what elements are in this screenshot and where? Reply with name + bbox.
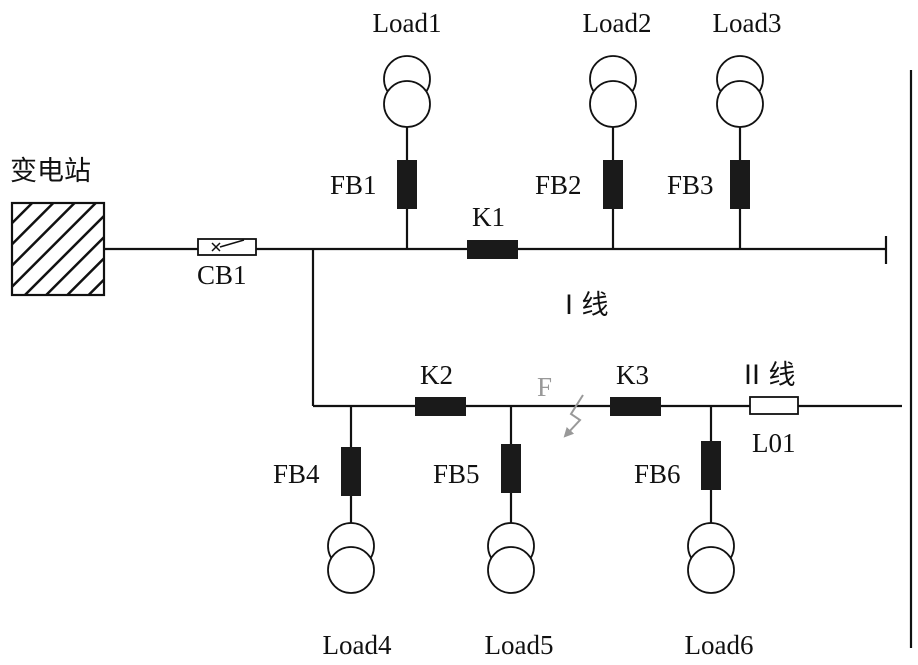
fuse-l01 xyxy=(749,396,799,415)
feeder-2: Load2 FB2 xyxy=(535,8,651,249)
breaker-cb1-label: CB1 xyxy=(197,260,247,290)
transformer-lower-coil xyxy=(487,546,535,594)
breaker-fb4 xyxy=(341,447,361,496)
fb1-label: FB1 xyxy=(330,170,377,200)
feeder-6: Load6 FB6 xyxy=(634,406,753,660)
breaker-cb1-body xyxy=(197,238,257,256)
transformer-lower-coil xyxy=(327,546,375,594)
fault-label: F xyxy=(537,372,552,402)
breaker-fb6 xyxy=(701,441,721,490)
switch-k2-label: K2 xyxy=(420,360,453,390)
load5-label: Load5 xyxy=(485,630,554,660)
breaker-cross-b xyxy=(211,242,221,252)
feeder-5: Load5 FB5 xyxy=(433,406,553,660)
switch-k1-label: K1 xyxy=(472,202,505,232)
feeder-1: Load1 FB1 xyxy=(330,8,441,249)
breaker-fb3 xyxy=(730,160,750,209)
substation: 变电站 xyxy=(10,156,106,297)
breaker-contact xyxy=(219,239,245,248)
feeder-4: Load4 FB4 xyxy=(273,406,392,660)
transformer-lower-coil xyxy=(716,80,764,128)
breaker-fb1 xyxy=(397,160,417,209)
transformer-lower-coil xyxy=(383,80,431,128)
fault-arrow-icon xyxy=(563,394,584,438)
switch-k3 xyxy=(610,397,661,416)
fb3-label: FB3 xyxy=(667,170,714,200)
load6-label: Load6 xyxy=(685,630,754,660)
line-1-label: I 线 xyxy=(565,290,609,321)
switch-k2 xyxy=(415,397,466,416)
fb6-label: FB6 xyxy=(634,459,681,489)
switch-k1 xyxy=(467,240,518,259)
transformer-lower-coil xyxy=(589,80,637,128)
load4-label: Load4 xyxy=(323,630,392,660)
load2-label: Load2 xyxy=(583,8,652,38)
fb5-label: FB5 xyxy=(433,459,480,489)
breaker-fb2 xyxy=(603,160,623,209)
breaker-fb5 xyxy=(501,444,521,493)
fault-marker: F xyxy=(537,372,584,438)
substation-label: 变电站 xyxy=(10,156,91,187)
feeder-3: Load3 FB3 xyxy=(667,8,781,249)
load3-label: Load3 xyxy=(713,8,782,38)
switch-k3-label: K3 xyxy=(616,360,649,390)
breaker-cb1: CB1 xyxy=(197,238,257,290)
fuse-l01-label: L01 xyxy=(752,428,796,458)
transformer-lower-coil xyxy=(687,546,735,594)
substation-block xyxy=(10,201,106,297)
load1-label: Load1 xyxy=(373,8,442,38)
fb4-label: FB4 xyxy=(273,459,320,489)
line-2-label: II 线 xyxy=(744,360,796,391)
fb2-label: FB2 xyxy=(535,170,582,200)
